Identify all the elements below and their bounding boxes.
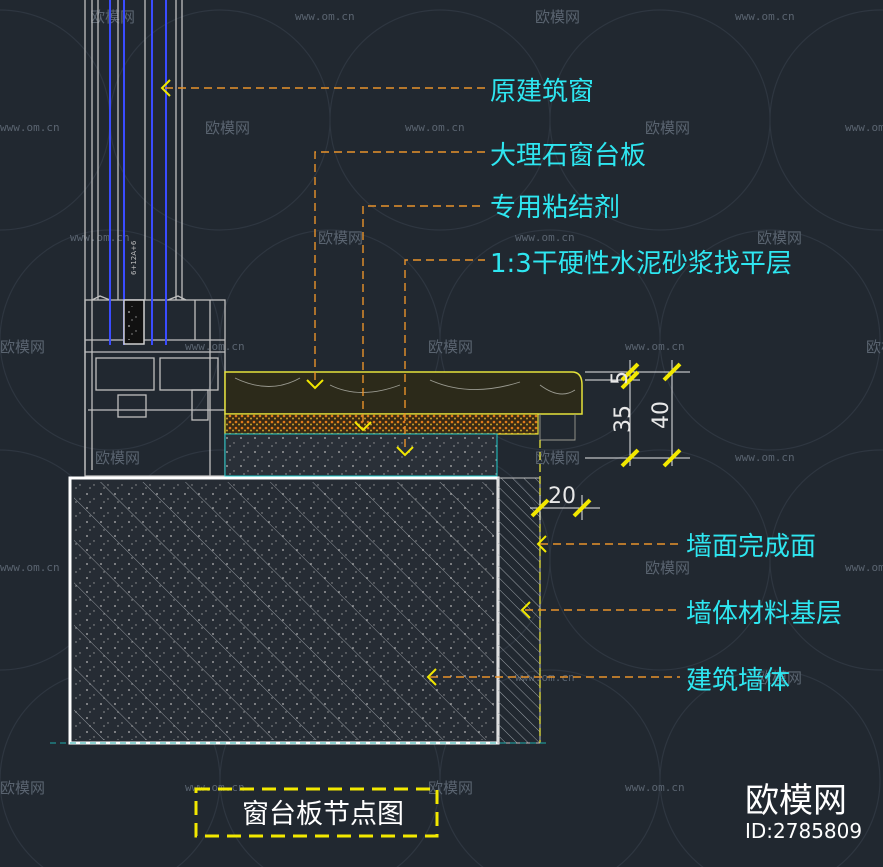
callout-wall-finish: 墙面完成面 bbox=[686, 532, 816, 562]
watermark-url: www.om.cn bbox=[625, 781, 685, 794]
watermark-brand: 欧模网 bbox=[428, 779, 473, 797]
wall-aggregate bbox=[74, 482, 494, 740]
watermark-url: www.om.cn bbox=[735, 451, 795, 464]
callout-mortar-layer: 1:3干硬性水泥砂浆找平层 bbox=[490, 249, 792, 279]
watermark-brand: 欧模网 bbox=[428, 338, 473, 356]
dimension-5: 5 bbox=[608, 371, 633, 385]
marble-edge-return bbox=[539, 414, 576, 441]
watermark-brand: 欧模网 bbox=[757, 229, 802, 247]
watermark-brand: 欧模网 bbox=[205, 119, 250, 137]
dimension-40: 40 bbox=[649, 401, 674, 429]
watermark-brand: 欧模网 bbox=[866, 338, 883, 356]
watermark-brand: 欧模网 bbox=[645, 119, 690, 137]
title-frame bbox=[194, 787, 439, 838]
callout-adhesive: 专用粘结剂 bbox=[490, 193, 620, 223]
callout-building-wall: 建筑墙体 bbox=[686, 666, 790, 696]
watermark-url: www.om.cn bbox=[70, 231, 130, 244]
dimension-35: 35 bbox=[611, 405, 636, 433]
callout-original-window: 原建筑窗 bbox=[490, 77, 594, 107]
watermark-brand: 欧模网 bbox=[535, 8, 580, 26]
desiccant-fill bbox=[128, 306, 140, 340]
watermark-brand: 欧模网 bbox=[757, 669, 802, 687]
watermark-url: www.om.cn bbox=[185, 340, 245, 353]
glass-panes bbox=[109, 0, 167, 345]
glass-profile-label: 6+12A+6 bbox=[130, 240, 138, 275]
corner-brand-logo: 欧模网 bbox=[745, 781, 847, 821]
watermark-brand: 欧模网 bbox=[90, 8, 135, 26]
window-frame bbox=[84, 0, 226, 477]
watermark-brand: 欧模网 bbox=[0, 779, 45, 797]
watermark-brand: 欧模网 bbox=[95, 449, 140, 467]
watermark-url: www.om.cn bbox=[0, 561, 60, 574]
leader-lines bbox=[165, 87, 680, 678]
wall-base-layer bbox=[497, 477, 541, 744]
watermark-url: www.om.cn bbox=[625, 340, 685, 353]
callout-marble-sill: 大理石窗台板 bbox=[490, 141, 646, 171]
drawing-title: 窗台板节点图 bbox=[242, 799, 404, 830]
watermark-brand: 欧模网 bbox=[645, 559, 690, 577]
watermark-url: www.om.cn bbox=[735, 10, 795, 23]
marble-sill-slab bbox=[224, 371, 583, 415]
watermark-url: www.om.cn bbox=[0, 121, 60, 134]
watermark-brand: 欧模网 bbox=[535, 449, 580, 467]
watermark-brand: 欧模网 bbox=[318, 229, 363, 247]
mortar-texture bbox=[225, 434, 497, 476]
leader-arrowheads bbox=[160, 79, 547, 686]
watermark-url: www.om.cn bbox=[845, 561, 883, 574]
watermark-url: www.om.cn bbox=[295, 10, 355, 23]
dimension-ticks bbox=[530, 362, 682, 518]
watermark-url: www.om.cn bbox=[845, 121, 883, 134]
watermark-brand: 欧模网 bbox=[0, 338, 45, 356]
callout-wall-base: 墙体材料基层 bbox=[686, 599, 842, 629]
corner-brand-id: ID:2785809 bbox=[745, 819, 862, 843]
adhesive-layer bbox=[224, 413, 539, 435]
watermark-url: www.om.cn bbox=[405, 121, 465, 134]
watermark-url: www.om.cn bbox=[515, 231, 575, 244]
watermark-url: www.om.cn bbox=[185, 781, 245, 794]
dimension-20: 20 bbox=[548, 484, 576, 509]
